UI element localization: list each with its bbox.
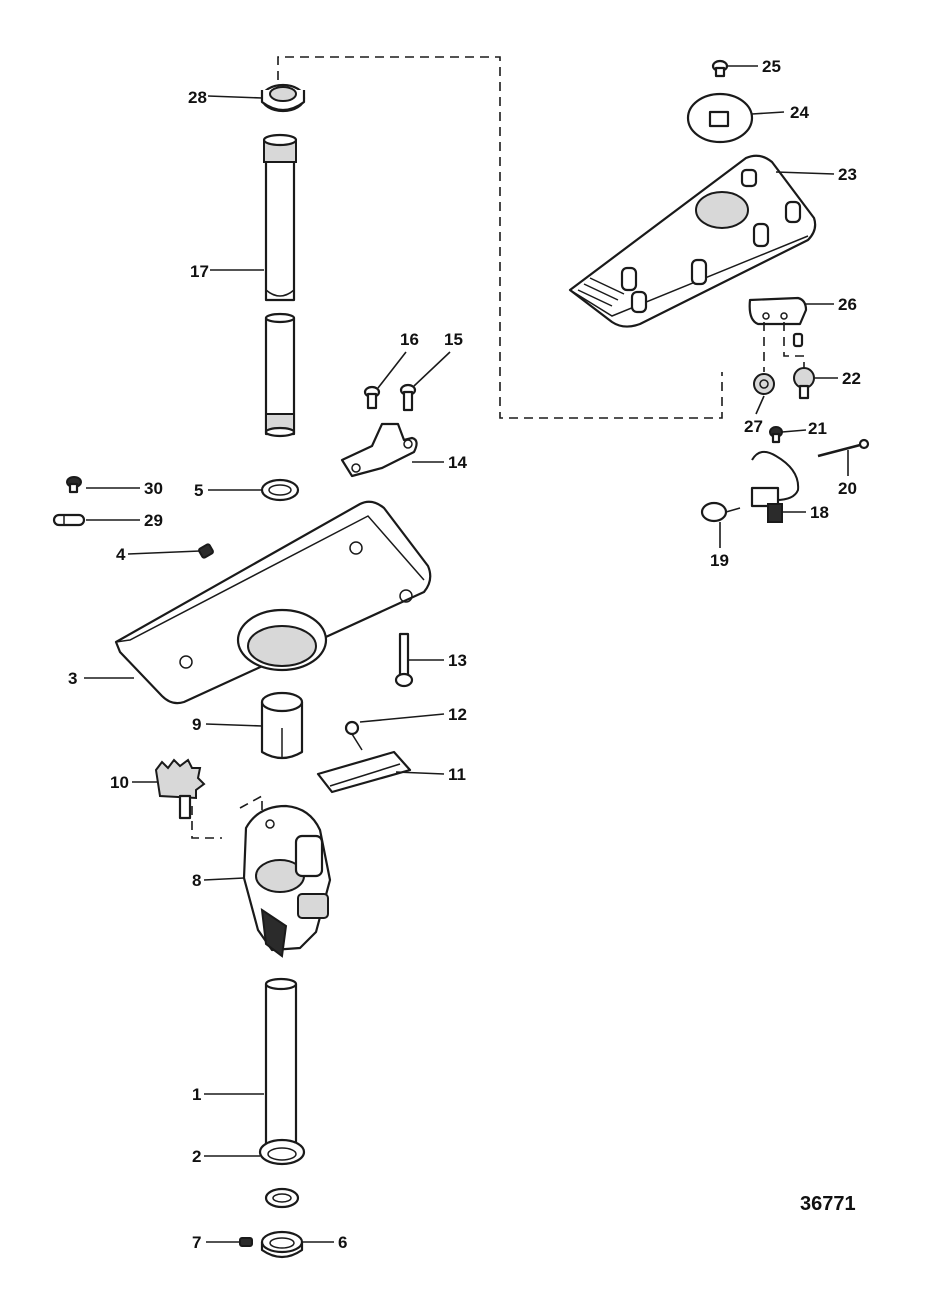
part-14-bracket xyxy=(340,422,418,478)
part-small-screw xyxy=(792,332,804,348)
callout-labels: 28 17 16 15 14 30 5 29 4 13 3 12 9 11 10… xyxy=(68,57,861,1252)
callout-26: 26 xyxy=(838,295,857,314)
callout-22: 22 xyxy=(842,369,861,388)
part-18-switch xyxy=(750,450,800,523)
part-2-ring xyxy=(258,1138,306,1166)
figure-number: 36771 xyxy=(800,1193,856,1215)
part-17-upper-shaft xyxy=(262,133,298,302)
callout-20: 20 xyxy=(838,479,857,498)
part-16-screw xyxy=(363,385,381,410)
part-9-bushing xyxy=(260,691,304,760)
part-27-lock-washer xyxy=(753,373,775,395)
callout-30: 30 xyxy=(144,479,163,498)
callout-18: 18 xyxy=(810,503,829,522)
callout-9: 9 xyxy=(192,715,201,734)
callout-19: 19 xyxy=(710,551,729,570)
part-7-set-screw xyxy=(239,1237,253,1247)
dashed-connection-line xyxy=(277,56,723,419)
callout-29: 29 xyxy=(144,511,163,530)
part-30-screw xyxy=(66,476,82,494)
callout-27: 27 xyxy=(744,417,763,436)
callout-14: 14 xyxy=(448,453,467,472)
part-6-collar xyxy=(260,1230,304,1259)
callout-2: 2 xyxy=(192,1147,201,1166)
callout-4: 4 xyxy=(116,545,126,564)
part-21-screw xyxy=(769,426,783,444)
part-25-screw xyxy=(711,59,729,78)
part-22-post xyxy=(793,367,815,400)
part-11-clamp xyxy=(316,750,412,794)
part-28-nut xyxy=(260,83,306,113)
callout-17: 17 xyxy=(190,262,209,281)
callout-12: 12 xyxy=(448,705,467,724)
part-29-pin xyxy=(52,513,86,527)
part-12-screw xyxy=(344,720,363,751)
part-24-cover xyxy=(686,92,754,144)
part-15-screw xyxy=(399,383,417,412)
part-10-pinion-gear xyxy=(154,758,206,820)
part-17-lower-shaft xyxy=(264,312,296,438)
part-19-terminal xyxy=(700,501,741,523)
part-13-long-screw xyxy=(394,632,414,688)
callout-3: 3 xyxy=(68,669,77,688)
part-20-rod xyxy=(817,438,870,458)
part-8-gear-housing xyxy=(242,804,332,958)
part-washer-lower xyxy=(264,1187,300,1209)
part-3-base-plate xyxy=(114,500,432,705)
part-23-pedal xyxy=(568,154,817,328)
callout-23: 23 xyxy=(838,165,857,184)
callout-1: 1 xyxy=(192,1085,201,1104)
callout-25: 25 xyxy=(762,57,781,76)
part-26-plate xyxy=(748,296,808,372)
part-5-washer xyxy=(260,478,300,502)
callout-15: 15 xyxy=(444,330,463,349)
callout-7: 7 xyxy=(192,1233,201,1252)
callout-24: 24 xyxy=(790,103,809,122)
callout-5: 5 xyxy=(194,481,203,500)
leader-lines xyxy=(84,65,849,1243)
callout-16: 16 xyxy=(400,330,419,349)
callout-6: 6 xyxy=(338,1233,347,1252)
callout-11: 11 xyxy=(448,765,466,784)
dashed-connection-line-gear xyxy=(191,794,263,839)
callout-8: 8 xyxy=(192,871,201,890)
part-1-lower-tube xyxy=(264,977,298,1152)
callout-28: 28 xyxy=(188,88,207,107)
callout-10: 10 xyxy=(110,773,129,792)
callout-13: 13 xyxy=(448,651,467,670)
callout-21: 21 xyxy=(808,419,827,438)
part-4-set-screw xyxy=(198,543,214,559)
